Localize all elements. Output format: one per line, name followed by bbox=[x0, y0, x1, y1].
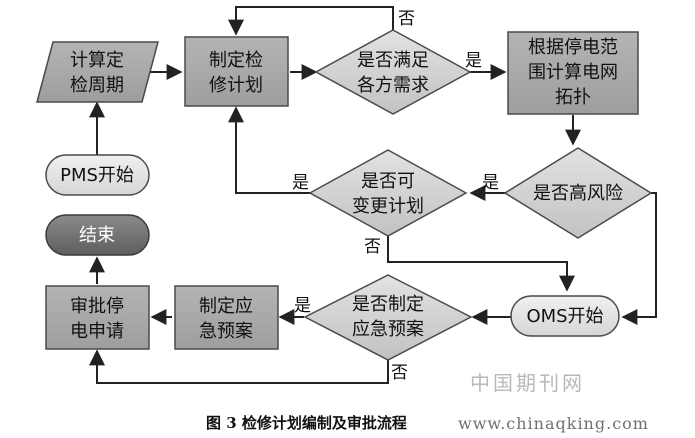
node-need-emergency-line1: 是否制定 bbox=[352, 294, 424, 315]
node-make-plan[interactable]: 制定检 修计划 bbox=[184, 36, 289, 107]
label-meet-yes: 是 bbox=[465, 51, 482, 71]
node-emergency-plan[interactable]: 制定应 急预案 bbox=[174, 285, 279, 350]
edge-change-no bbox=[387, 236, 575, 292]
node-topology[interactable]: 根据停电范 围计算电网 拓扑 bbox=[507, 31, 639, 115]
node-need-emergency-line2: 应急预案 bbox=[352, 319, 424, 340]
node-high-risk[interactable]: 是否高风险 bbox=[503, 147, 653, 239]
label-risk-yes: 是 bbox=[482, 173, 499, 193]
figure-caption: 图 3 检修计划编制及审批流程 bbox=[206, 414, 407, 432]
node-topology-line1: 根据停电范 bbox=[528, 37, 618, 58]
node-pms-start-label: PMS开始 bbox=[60, 165, 134, 186]
node-oms-start[interactable]: OMS开始 bbox=[510, 295, 620, 337]
node-can-change-line2: 变更计划 bbox=[352, 196, 424, 217]
edge-emerg-no bbox=[89, 349, 389, 384]
node-pms-start[interactable]: PMS开始 bbox=[45, 154, 150, 196]
node-end-label: 结束 bbox=[79, 225, 115, 246]
node-high-risk-label: 是否高风险 bbox=[533, 183, 623, 204]
node-oms-start-label: OMS开始 bbox=[526, 306, 603, 327]
node-emergency-plan-line2: 急预案 bbox=[199, 321, 253, 342]
node-approve-line1: 审批停 bbox=[70, 296, 124, 317]
node-emergency-plan-line1: 制定应 bbox=[199, 296, 253, 317]
node-calc-cycle-line2: 检周期 bbox=[70, 75, 124, 96]
watermark-url: www.chinaqking.com bbox=[458, 414, 649, 433]
node-approve[interactable]: 审批停 电申请 bbox=[45, 285, 150, 350]
label-change-yes: 是 bbox=[292, 173, 309, 193]
label-emerg-no: 否 bbox=[391, 363, 408, 383]
watermark-cn: 中国期刊网 bbox=[470, 371, 585, 395]
node-meet-need-line2: 各方需求 bbox=[357, 75, 429, 96]
edge-labels: 否 是 是 是 否 是 否 bbox=[292, 9, 499, 383]
node-make-plan-line1: 制定检 bbox=[209, 50, 263, 71]
edge-change-yes bbox=[228, 106, 310, 194]
node-topology-line3: 拓扑 bbox=[555, 87, 591, 108]
node-need-emergency[interactable]: 是否制定 应急预案 bbox=[303, 274, 473, 361]
node-calc-cycle[interactable]: 计算定 检周期 bbox=[36, 41, 159, 103]
node-topology-line2: 围计算电网 bbox=[528, 62, 618, 83]
node-meet-need[interactable]: 是否满足 各方需求 bbox=[314, 29, 472, 115]
node-calc-cycle-line1: 计算定 bbox=[70, 50, 124, 71]
node-end[interactable]: 结束 bbox=[45, 214, 150, 256]
label-meet-no: 否 bbox=[398, 9, 415, 29]
node-can-change[interactable]: 是否可 变更计划 bbox=[308, 149, 468, 237]
edge-risk-no bbox=[621, 192, 657, 325]
node-make-plan-line2: 修计划 bbox=[209, 75, 263, 96]
node-approve-line2: 电申请 bbox=[70, 321, 124, 342]
connectors bbox=[89, 6, 657, 384]
node-meet-need-line1: 是否满足 bbox=[357, 50, 429, 71]
node-can-change-line1: 是否可 bbox=[361, 171, 415, 192]
label-change-no: 否 bbox=[364, 237, 381, 257]
label-emerg-yes: 是 bbox=[294, 296, 311, 316]
edge-meet-no bbox=[228, 6, 394, 36]
